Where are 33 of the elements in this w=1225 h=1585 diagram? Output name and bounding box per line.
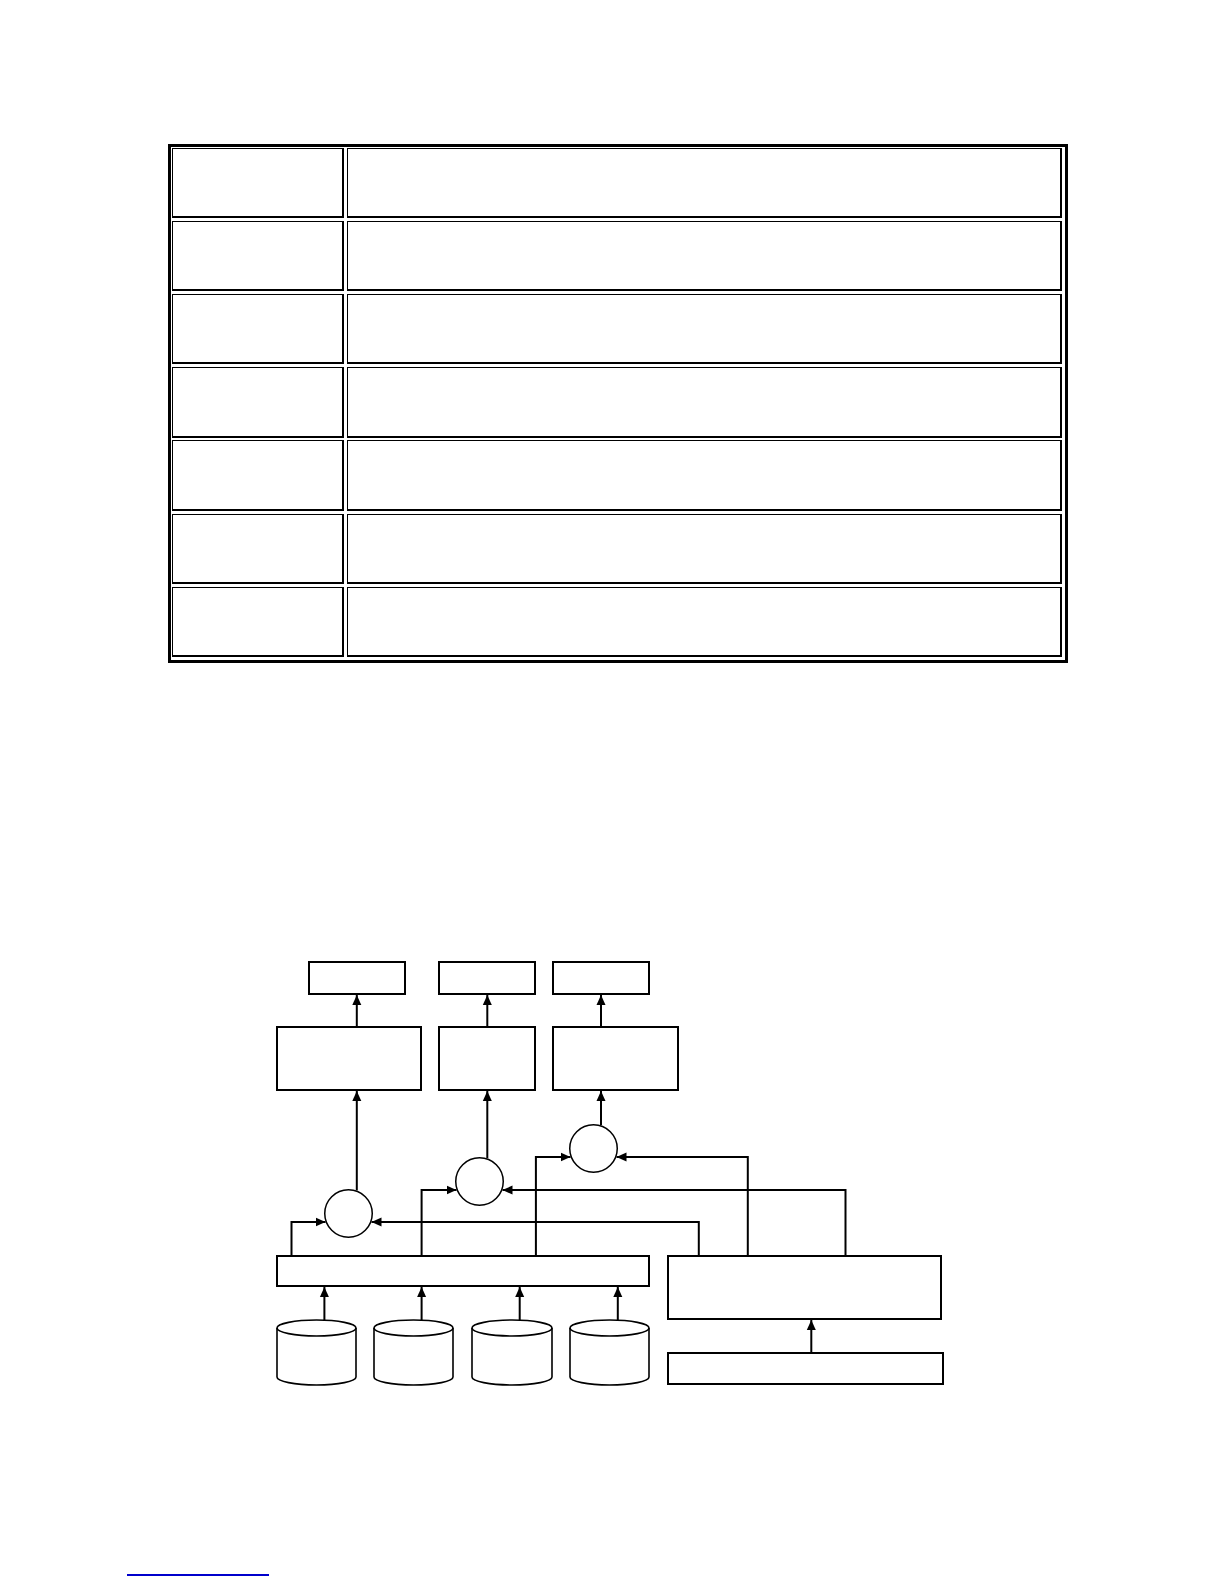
arrow xyxy=(417,1286,427,1322)
junction-circle xyxy=(324,1189,373,1238)
process-box xyxy=(552,961,650,995)
arrow xyxy=(420,1185,458,1256)
arrow xyxy=(613,1286,623,1322)
arrow xyxy=(370,1217,700,1256)
arrow xyxy=(515,1286,525,1322)
arrow xyxy=(352,994,362,1027)
arrow xyxy=(806,1319,816,1353)
process-box xyxy=(438,961,536,995)
arrow xyxy=(482,1090,492,1160)
junction-circle xyxy=(455,1157,504,1206)
arrow xyxy=(352,1090,362,1192)
database-cylinder xyxy=(471,1320,553,1385)
arrow xyxy=(501,1185,847,1256)
arrow xyxy=(482,994,492,1027)
database-cylinder xyxy=(276,1320,357,1385)
junction-circle xyxy=(569,1124,618,1173)
process-box xyxy=(308,961,406,995)
database-cylinder xyxy=(373,1320,454,1385)
arrow xyxy=(319,1286,329,1322)
process-box xyxy=(438,1026,536,1091)
database-cylinder xyxy=(569,1320,650,1385)
process-box xyxy=(667,1352,944,1385)
process-box xyxy=(667,1255,942,1320)
process-box xyxy=(552,1026,679,1091)
process-box xyxy=(276,1026,422,1091)
arrow xyxy=(615,1152,749,1256)
arrow xyxy=(596,994,606,1027)
process-box xyxy=(276,1255,650,1287)
arrow xyxy=(290,1217,327,1256)
arrow xyxy=(534,1152,572,1256)
arrow xyxy=(596,1090,606,1127)
